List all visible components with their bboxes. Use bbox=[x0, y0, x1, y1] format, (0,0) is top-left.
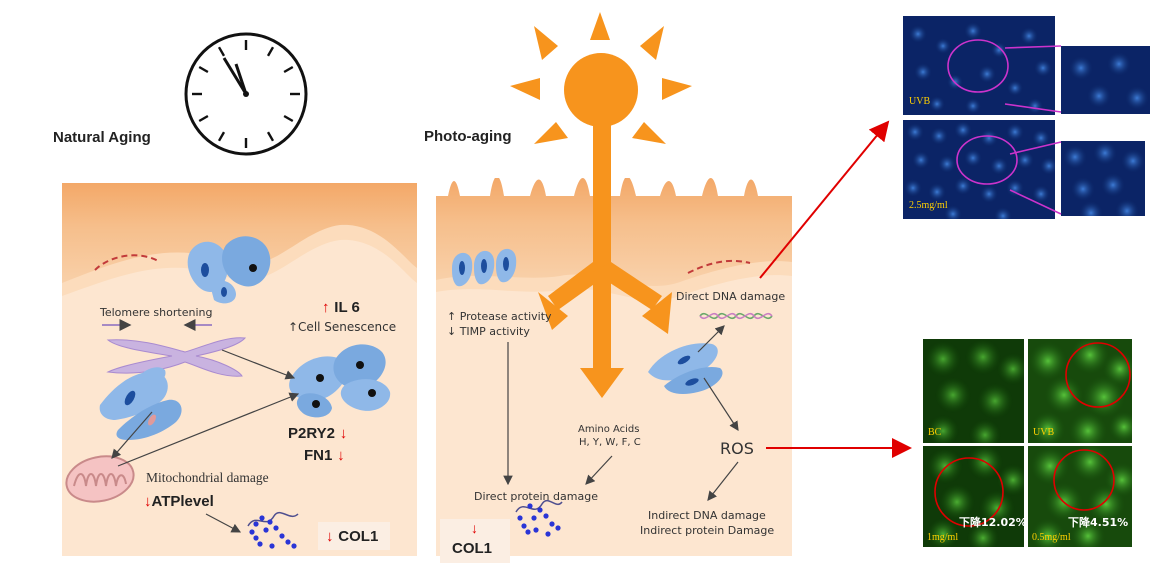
senescent-cells bbox=[289, 344, 391, 418]
mitochondrion-icon bbox=[65, 455, 135, 503]
arrow-telomere-to-senescence bbox=[221, 349, 296, 380]
green-05mg-label: 0.5mg/ml bbox=[1032, 532, 1071, 543]
blue-dose-label: 2.5mg/ml bbox=[909, 200, 948, 211]
atp-down-arrow: ↓ bbox=[144, 493, 152, 510]
ros-label: ROS bbox=[720, 439, 754, 458]
atp-label: ↓ATPlevel bbox=[144, 493, 214, 510]
direct-dna-label: Direct DNA damage bbox=[676, 290, 786, 303]
green-05mg-value: 下降4.51% bbox=[1068, 516, 1129, 529]
sun-icon bbox=[510, 12, 692, 398]
arrow-ros-to-indirect bbox=[707, 461, 739, 501]
arrow-mito-to-senescence bbox=[117, 392, 300, 467]
blue-uvb-label: UVB bbox=[909, 96, 931, 107]
p2ry2-down-arrow: ↓ bbox=[339, 425, 348, 442]
fn1-label: FN1 ↓ bbox=[304, 447, 345, 464]
green-bc-label: BC bbox=[928, 427, 942, 438]
clock-icon bbox=[184, 32, 308, 156]
photo-col1-label: COL1 bbox=[452, 540, 493, 557]
fn1-down-arrow: ↓ bbox=[337, 447, 345, 464]
natural-aging-panel bbox=[62, 32, 417, 556]
natural-col1-label: ↓ COL1 bbox=[326, 528, 379, 545]
blue-micrograph-treated: 2.5mg/ml bbox=[903, 120, 1055, 219]
senescence-label: ↑Cell Senescence bbox=[288, 320, 397, 334]
green-micrograph-uvb: UVB bbox=[1028, 339, 1132, 443]
green-micrograph-05mg: 0.5mg/ml 下降4.51% bbox=[1028, 446, 1132, 547]
indirect-protein-label: Indirect protein Damage bbox=[640, 524, 775, 537]
protease-label: ↑ Protease activity bbox=[447, 310, 552, 323]
blue-zoom-uvb bbox=[1061, 46, 1150, 114]
telomere-chromosome-icon bbox=[106, 337, 247, 377]
amino-acids-list: H, Y, W, F, C bbox=[579, 437, 641, 448]
natural-col1-box bbox=[318, 522, 390, 550]
photo-collagen-icon bbox=[515, 499, 563, 537]
arrow-fibro-to-mito bbox=[111, 411, 153, 459]
il6-label: ↑ IL 6 bbox=[322, 299, 360, 316]
telomere-label: Telomere shortening bbox=[100, 306, 213, 319]
timp-label: ↓ TIMP activity bbox=[447, 325, 530, 338]
green-micrograph-1mg: 1mg/ml 下降12.02% bbox=[923, 446, 1024, 547]
arrow-fibro-to-dna bbox=[697, 325, 725, 353]
photo-aging-title: Photo-aging bbox=[424, 128, 512, 145]
natural-collagen-icon bbox=[247, 511, 299, 549]
p2ry2-label: P2RY2 ↓ bbox=[288, 425, 348, 442]
green-1mg-value: 下降12.02% bbox=[959, 516, 1024, 529]
green-uvb-label: UVB bbox=[1033, 427, 1055, 438]
arrow-fibro-to-ros bbox=[703, 377, 739, 432]
col1-down-arrow: ↓ bbox=[326, 528, 334, 545]
green-micrograph-bc: BC bbox=[923, 339, 1024, 443]
natural-fibroblasts bbox=[99, 367, 182, 440]
blue-zoom-connector-lines bbox=[1004, 45, 1062, 215]
red-arrow-dna-to-blue-panels bbox=[759, 120, 890, 279]
arrow-to-collagen bbox=[205, 513, 242, 533]
dna-helix-icon bbox=[699, 312, 773, 320]
photo-wrinkles bbox=[436, 176, 792, 196]
natural-cells-top bbox=[187, 236, 271, 304]
blue-micrograph-uvb: UVB bbox=[903, 16, 1055, 115]
arrow-amino-to-protein bbox=[585, 455, 613, 485]
natural-aging-title: Natural Aging bbox=[53, 129, 151, 146]
direct-protein-label: Direct protein damage bbox=[474, 490, 598, 503]
photo-col1-down-arrow: ↓ bbox=[471, 520, 478, 536]
indirect-dna-label: Indirect DNA damage bbox=[648, 509, 766, 522]
green-1mg-label: 1mg/ml bbox=[927, 532, 959, 543]
photo-dashed-line bbox=[687, 259, 751, 274]
natural-dermis-deep bbox=[62, 239, 417, 556]
blue-zoom-treated bbox=[1061, 141, 1145, 216]
blue-nuclei-pattern bbox=[909, 22, 1052, 114]
il6-up-arrow: ↑ bbox=[322, 299, 330, 316]
mito-damage-label: Mitochondrial damage bbox=[146, 470, 269, 485]
photo-fibroblasts bbox=[648, 343, 723, 394]
amino-acids-label: Amino Acids bbox=[578, 424, 640, 435]
photo-cells-top bbox=[452, 248, 517, 287]
natural-dashed-line bbox=[94, 254, 161, 271]
photo-aging-panel bbox=[436, 176, 792, 563]
photo-col1-box bbox=[440, 519, 510, 563]
